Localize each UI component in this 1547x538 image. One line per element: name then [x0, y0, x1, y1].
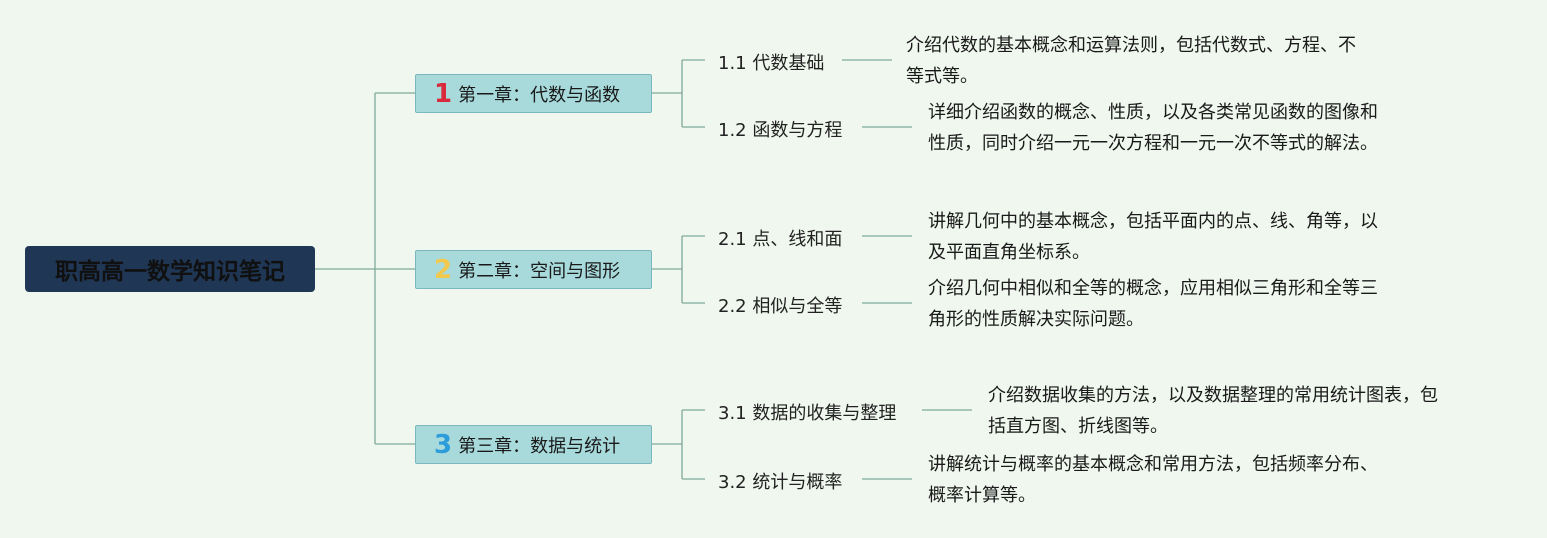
chapter-number-1: 1 [434, 78, 453, 109]
chapter-number-3: 3 [434, 429, 453, 460]
desc-line: 详细介绍函数的概念、性质，以及各类常见函数的图像和 [928, 102, 1378, 123]
chapter-3-node[interactable]: 3 第三章：数据与统计 [415, 425, 652, 464]
root-node[interactable]: 职高高一数学知识笔记 [25, 246, 315, 292]
desc-line: 角形的性质解决实际问题。 [928, 309, 1144, 330]
section-3-1[interactable]: 3.1 数据的收集与整理 [718, 403, 897, 424]
chapter-title: 第二章：空间与图形 [458, 260, 621, 282]
desc-line: 讲解几何中的基本概念，包括平面内的点、线、角等，以 [928, 211, 1378, 232]
desc-line: 括直方图、折线图等。 [988, 416, 1168, 437]
desc-line: 介绍几何中相似和全等的概念，应用相似三角形和全等三 [928, 278, 1378, 299]
desc-line: 讲解统计与概率的基本概念和常用方法，包括频率分布、 [928, 454, 1378, 475]
desc-line: 介绍数据收集的方法，以及数据整理的常用统计图表，包 [988, 385, 1438, 406]
section-1-1[interactable]: 1.1 代数基础 [718, 53, 825, 74]
chapter-2-node[interactable]: 2 第二章：空间与图形 [415, 250, 652, 289]
chapter-number-2: 2 [434, 254, 453, 285]
desc-line: 概率计算等。 [928, 485, 1036, 506]
section-2-1-desc: 讲解几何中的基本概念，包括平面内的点、线、角等，以 及平面直角坐标系。 [928, 206, 1378, 268]
desc-line: 及平面直角坐标系。 [928, 242, 1090, 263]
section-3-2-desc: 讲解统计与概率的基本概念和常用方法，包括频率分布、 概率计算等。 [928, 449, 1378, 511]
chapter-title: 第一章：代数与函数 [458, 84, 621, 106]
section-3-2[interactable]: 3.2 统计与概率 [718, 472, 843, 493]
section-2-2[interactable]: 2.2 相似与全等 [718, 296, 843, 317]
section-2-2-desc: 介绍几何中相似和全等的概念，应用相似三角形和全等三 角形的性质解决实际问题。 [928, 273, 1378, 335]
desc-line: 等式等。 [906, 66, 978, 87]
desc-line: 性质，同时介绍一元一次方程和一元一次不等式的解法。 [928, 133, 1378, 154]
desc-line: 介绍代数的基本概念和运算法则，包括代数式、方程、不 [906, 35, 1356, 56]
chapter-1-node[interactable]: 1 第一章：代数与函数 [415, 74, 652, 113]
section-1-2-desc: 详细介绍函数的概念、性质，以及各类常见函数的图像和 性质，同时介绍一元一次方程和… [928, 97, 1378, 159]
section-2-1[interactable]: 2.1 点、线和面 [718, 229, 843, 250]
chapter-title: 第三章：数据与统计 [458, 435, 621, 457]
root-title: 职高高一数学知识笔记 [55, 259, 285, 285]
section-1-1-desc: 介绍代数的基本概念和运算法则，包括代数式、方程、不 等式等。 [906, 30, 1356, 92]
section-1-2[interactable]: 1.2 函数与方程 [718, 120, 843, 141]
section-3-1-desc: 介绍数据收集的方法，以及数据整理的常用统计图表，包 括直方图、折线图等。 [988, 380, 1438, 442]
